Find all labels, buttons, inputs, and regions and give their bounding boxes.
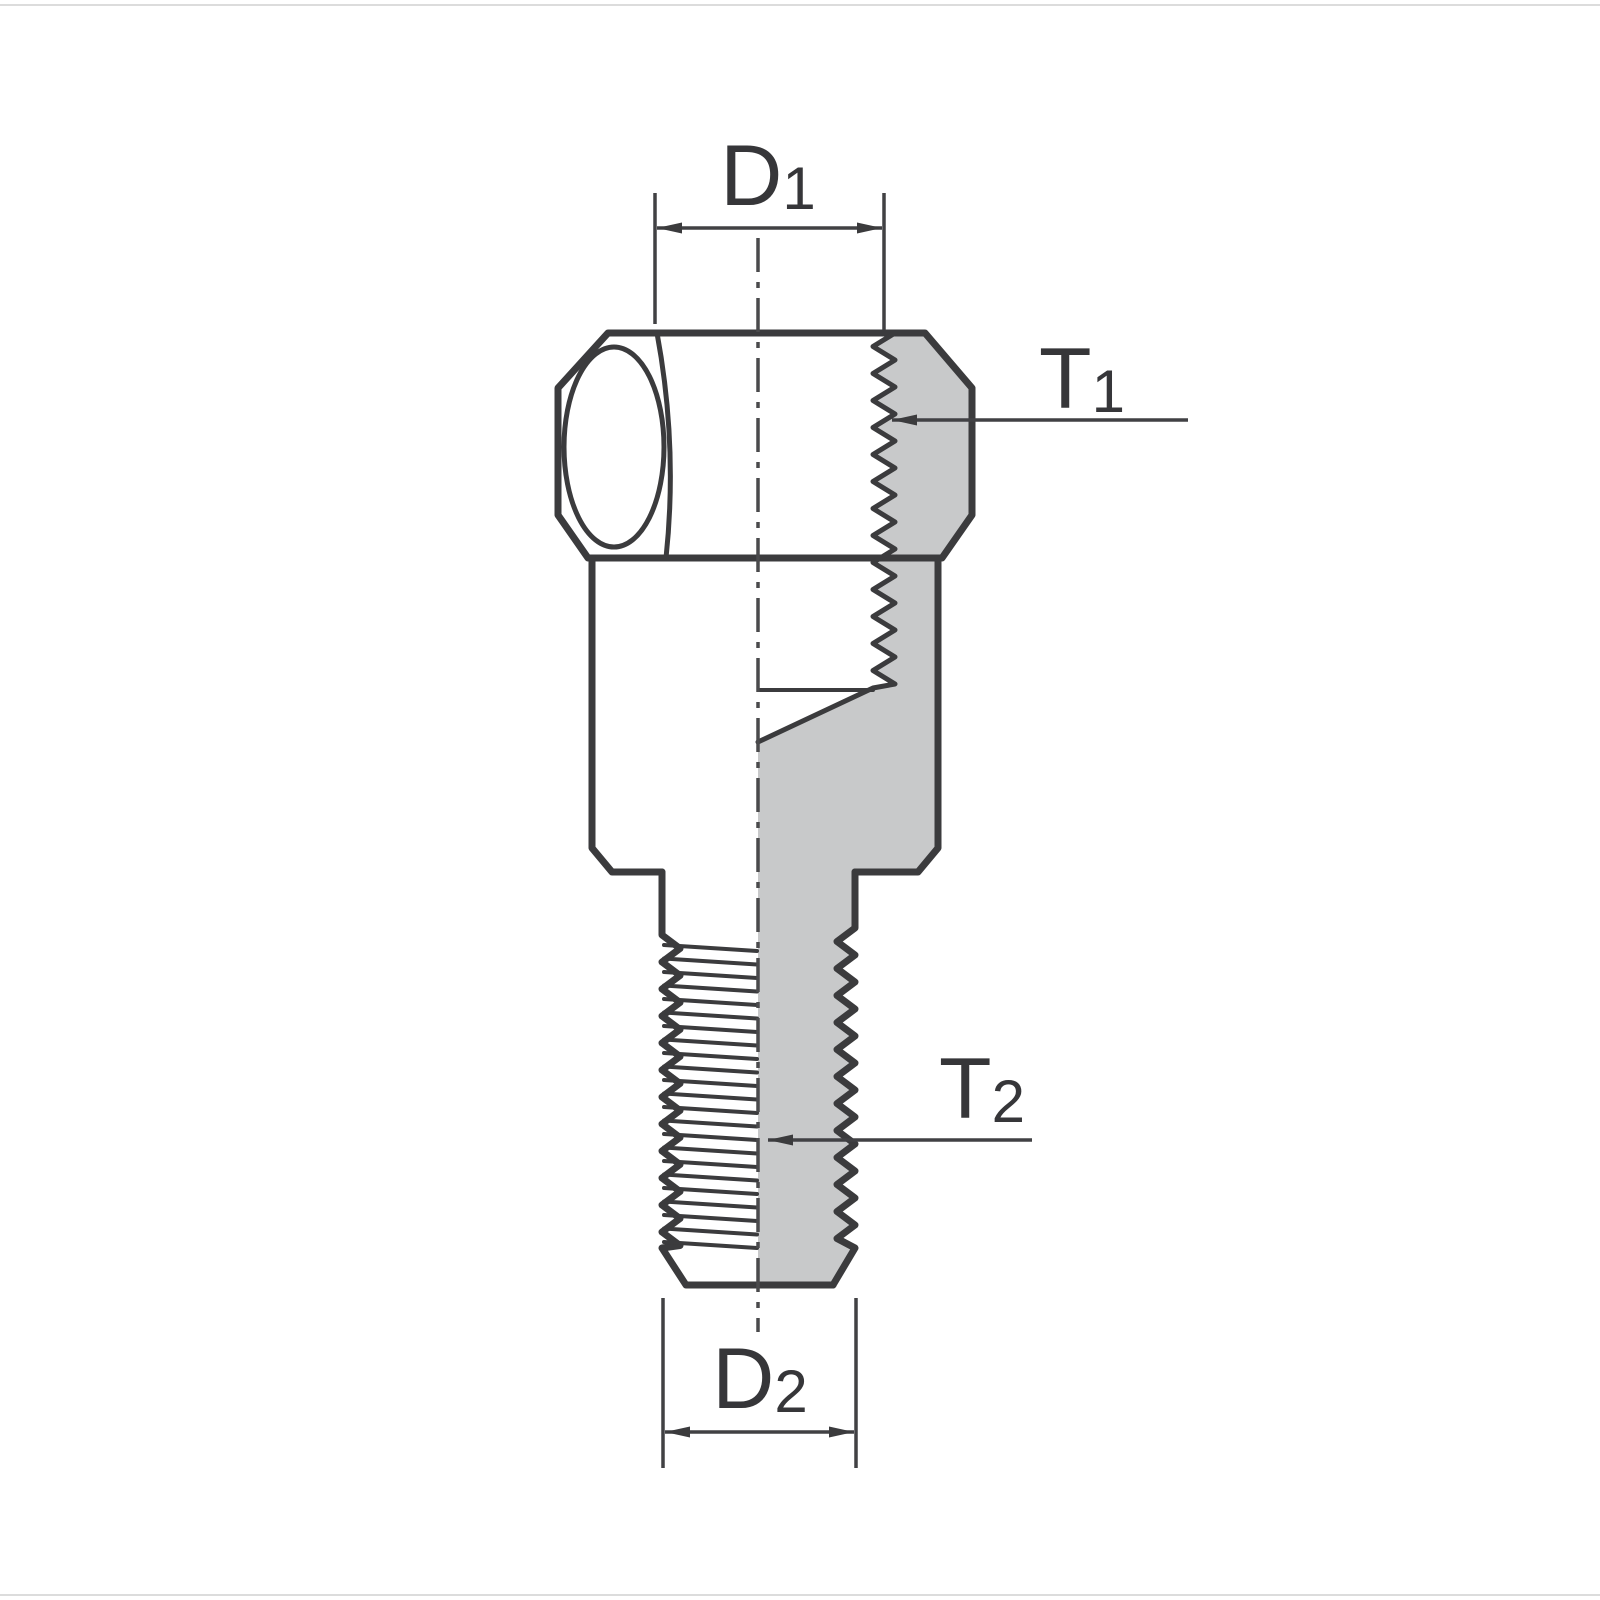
stud-outline-right — [829, 868, 859, 1289]
section-fill — [758, 333, 972, 1285]
hex-facet-line — [654, 330, 673, 561]
label-d1: D1 — [720, 128, 815, 224]
label-t1: T1 — [1039, 331, 1125, 427]
internal-thread-profile — [755, 330, 898, 745]
label-d2: D2 — [712, 1331, 807, 1427]
stud-thread-lines — [662, 943, 759, 1250]
body-outline — [588, 554, 942, 876]
hex-head-outline — [554, 329, 976, 562]
stud-outline-left — [658, 868, 837, 1289]
label-t2: T2 — [939, 1041, 1025, 1137]
hex-facet-ellipse — [561, 344, 667, 550]
